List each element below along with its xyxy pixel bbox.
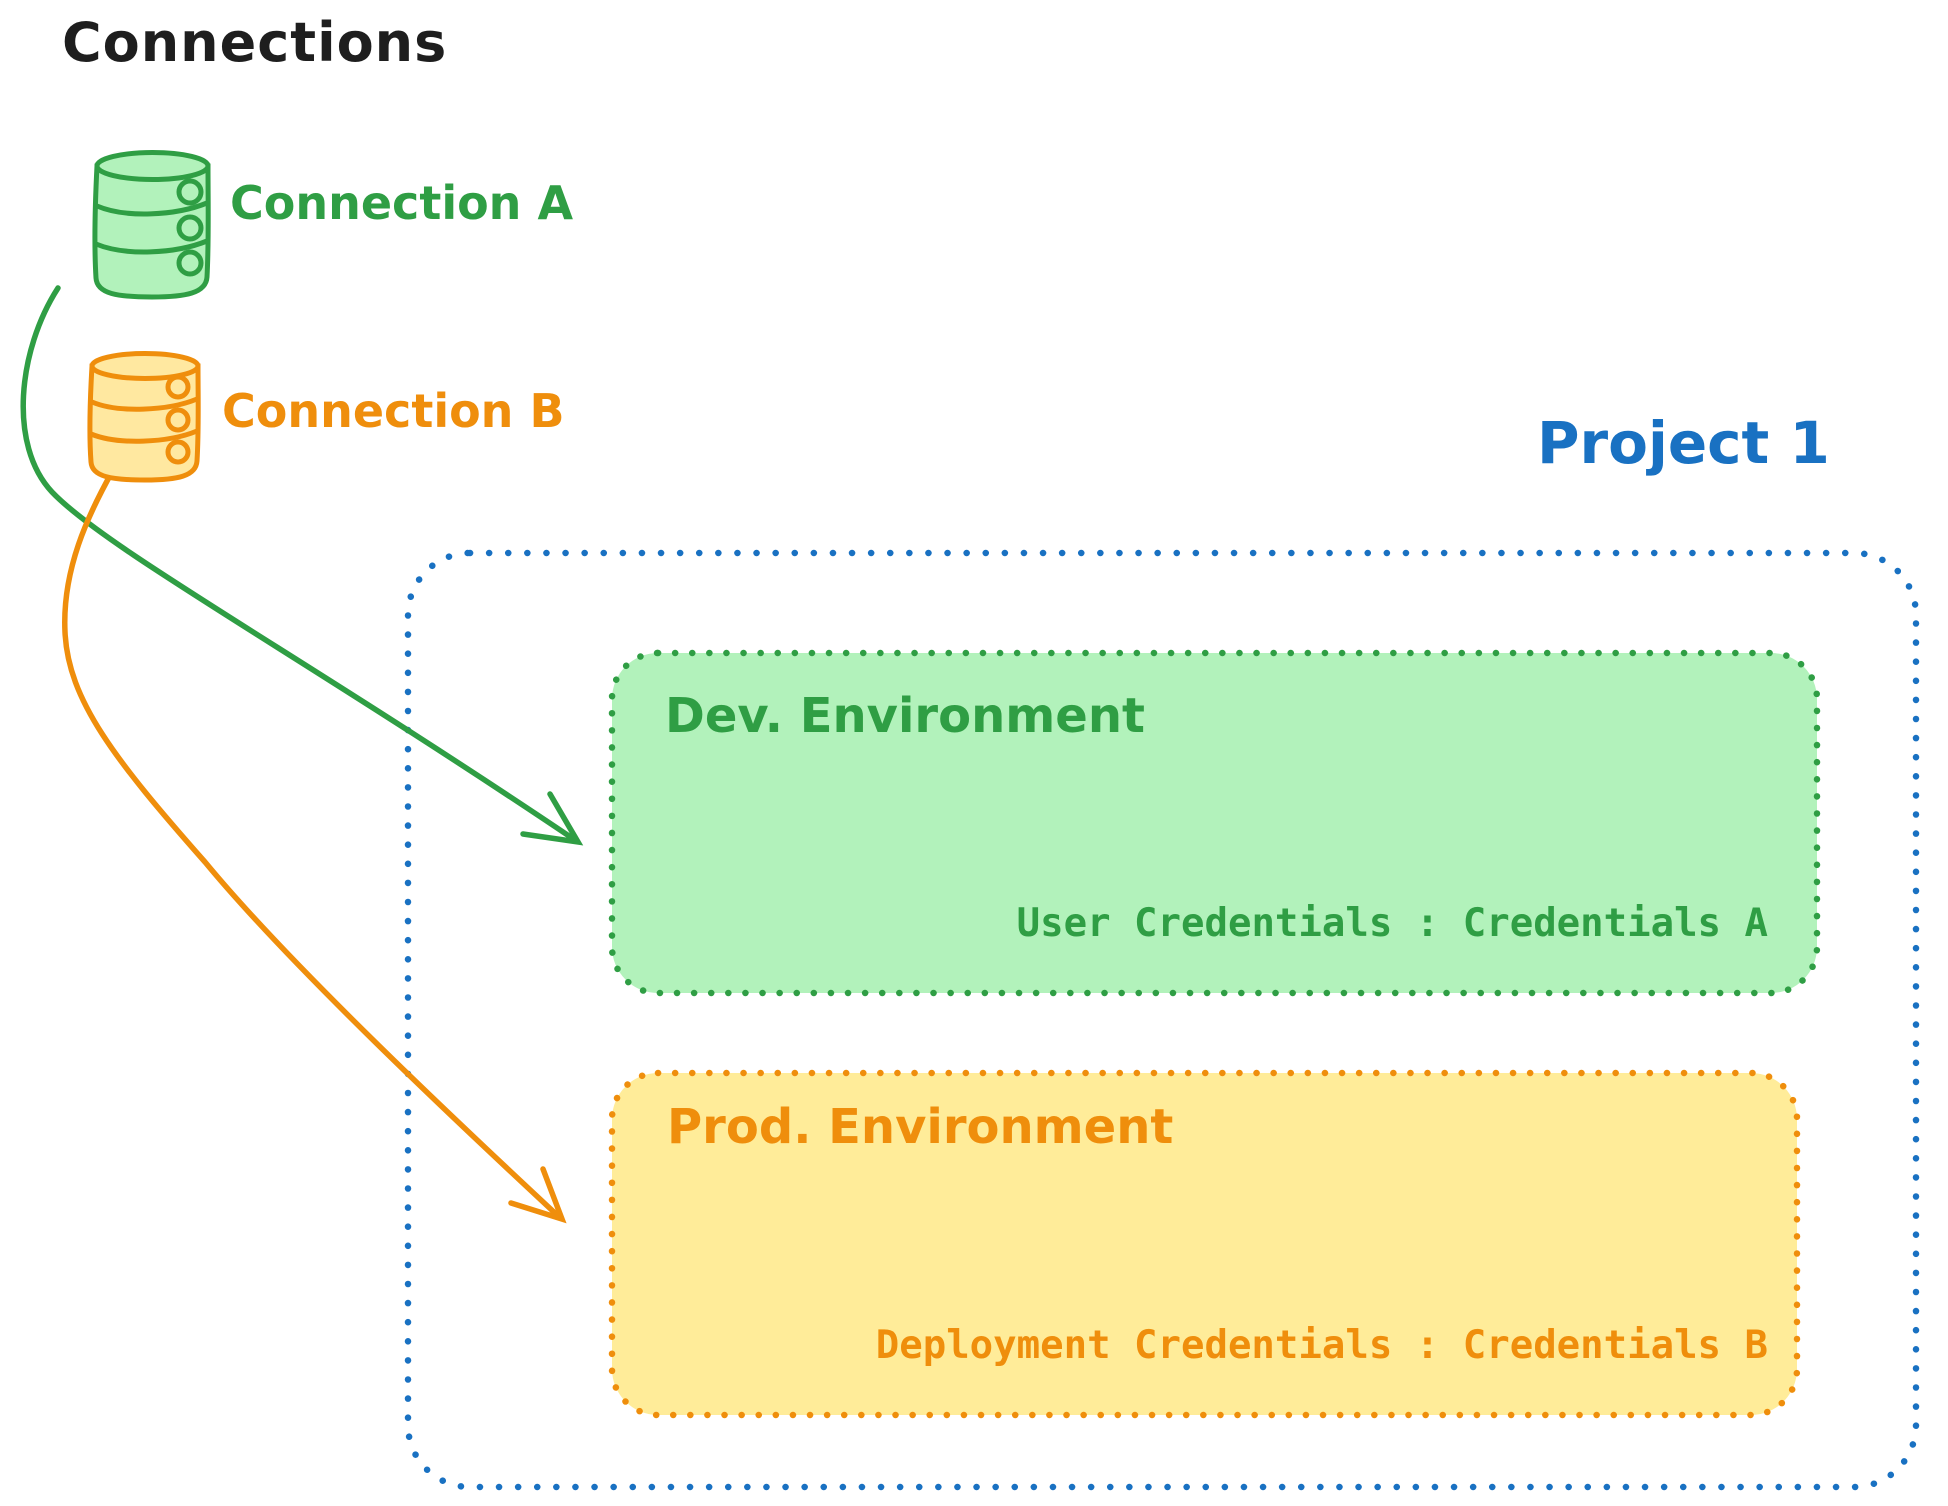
prod-environment-title: Prod. Environment [667, 1099, 1174, 1155]
arrowhead [508, 1166, 567, 1224]
arrowhead [520, 791, 584, 846]
connection-b-label: Connection B [222, 384, 565, 438]
prod-environment-credentials: Deployment Credentials : Credentials B [875, 1323, 1768, 1368]
project-title: Project 1 [1537, 409, 1830, 477]
prod-environment-box [608, 1069, 1801, 1419]
connection-b-arrow [62, 469, 567, 1224]
database-icon-connection-b [87, 351, 201, 483]
dev-environment-title: Dev. Environment [665, 688, 1145, 744]
connections-title: Connections [62, 11, 448, 74]
dev-environment-box [608, 649, 1821, 997]
connection-a-label: Connection A [230, 176, 574, 230]
dev-environment-credentials: User Credentials : Credentials A [1016, 901, 1768, 946]
database-icon-connection-a [92, 150, 211, 300]
